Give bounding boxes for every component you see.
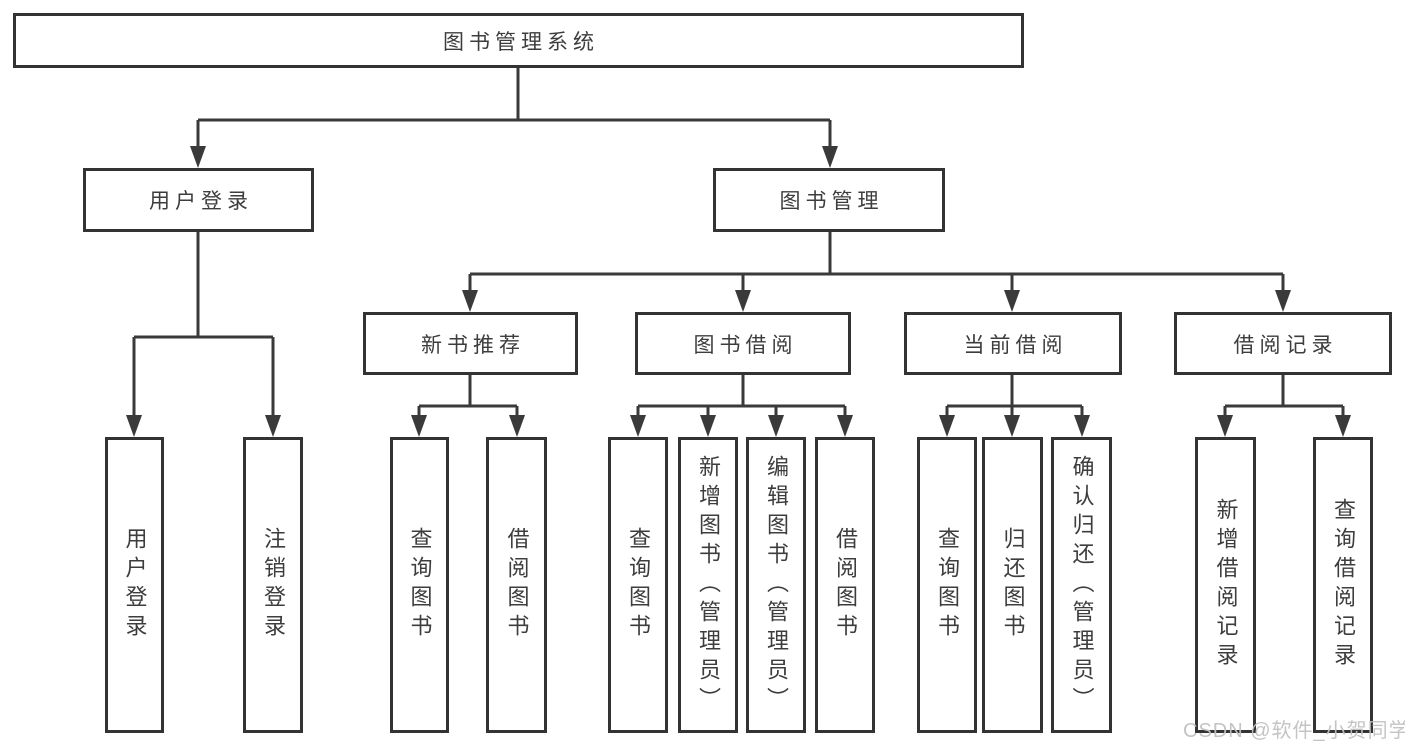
arrow-to-user-login xyxy=(190,146,206,168)
node-new-book-recommend: 新书推荐 xyxy=(363,312,578,375)
node-user-login: 用户登录 xyxy=(83,168,314,232)
node-current-borrow: 当前借阅 xyxy=(904,312,1122,375)
arrow-to-leaf-user-login xyxy=(126,415,142,437)
node-root: 图书管理系统 xyxy=(13,13,1024,68)
node-borrow-records: 借阅记录 xyxy=(1174,312,1392,375)
node-new-book-recommend-label: 新书推荐 xyxy=(421,333,525,357)
leaf-confirm-return-admin-label: 确认归还（管理员） xyxy=(1069,454,1095,716)
node-book-management: 图书管理 xyxy=(713,168,945,232)
leaf-logout-login: 注销登录 xyxy=(243,437,303,733)
node-user-login-label: 用户登录 xyxy=(149,190,253,213)
leaf-user-login-label: 用户登录 xyxy=(122,527,148,643)
leaf-edit-book-admin-label: 编辑图书（管理员） xyxy=(764,454,789,716)
leaf-borrow-books-borrow-label: 借阅图书 xyxy=(833,527,858,643)
leaf-add-borrow-record: 新增借阅记录 xyxy=(1195,437,1256,733)
leaf-add-borrow-record-label: 新增借阅记录 xyxy=(1213,498,1239,672)
arrow-to-current-borrow xyxy=(1004,290,1020,312)
leaf-return-books-label: 归还图书 xyxy=(1000,527,1026,643)
leaf-query-books-borrow-label: 查询图书 xyxy=(626,527,651,643)
node-current-borrow-label: 当前借阅 xyxy=(963,333,1068,357)
leaf-edit-book-admin: 编辑图书（管理员） xyxy=(746,437,806,733)
leaf-return-books: 归还图书 xyxy=(982,437,1043,733)
node-root-label: 图书管理系统 xyxy=(443,30,599,54)
leaf-borrow-books-borrow: 借阅图书 xyxy=(815,437,875,733)
arrow-to-new-book-recommend xyxy=(462,290,478,312)
leaf-query-books-recommend-label: 查询图书 xyxy=(407,527,433,643)
leaf-query-books-current: 查询图书 xyxy=(917,437,977,733)
leaf-borrow-books-recommend: 借阅图书 xyxy=(486,437,547,733)
node-borrow-records-label: 借阅记录 xyxy=(1233,333,1338,357)
leaf-borrow-books-recommend-label: 借阅图书 xyxy=(504,527,530,643)
leaf-confirm-return-admin: 确认归还（管理员） xyxy=(1051,437,1112,733)
leaf-logout-login-label: 注销登录 xyxy=(261,527,286,643)
leaf-query-books-borrow: 查询图书 xyxy=(608,437,668,733)
csdn-watermark: CSDN @软件_小贺同学 xyxy=(1183,720,1405,742)
arrow-to-book-borrow xyxy=(735,290,751,312)
node-book-borrow: 图书借阅 xyxy=(635,312,851,375)
node-book-management-label: 图书管理 xyxy=(779,190,884,213)
leaf-query-borrow-record: 查询借阅记录 xyxy=(1313,437,1373,733)
leaf-query-borrow-record-label: 查询借阅记录 xyxy=(1331,498,1356,672)
arrow-to-borrow-records xyxy=(1275,290,1291,312)
leaf-user-login: 用户登录 xyxy=(105,437,164,733)
leaf-query-books-recommend: 查询图书 xyxy=(390,437,449,733)
leaf-add-book-admin-label: 新增图书（管理员） xyxy=(696,454,721,716)
leaf-query-books-current-label: 查询图书 xyxy=(935,527,960,643)
leaf-add-book-admin: 新增图书（管理员） xyxy=(678,437,738,733)
node-book-borrow-label: 图书借阅 xyxy=(693,333,798,357)
arrow-to-leaf-logout xyxy=(265,415,281,437)
arrow-to-book-management xyxy=(822,146,838,168)
